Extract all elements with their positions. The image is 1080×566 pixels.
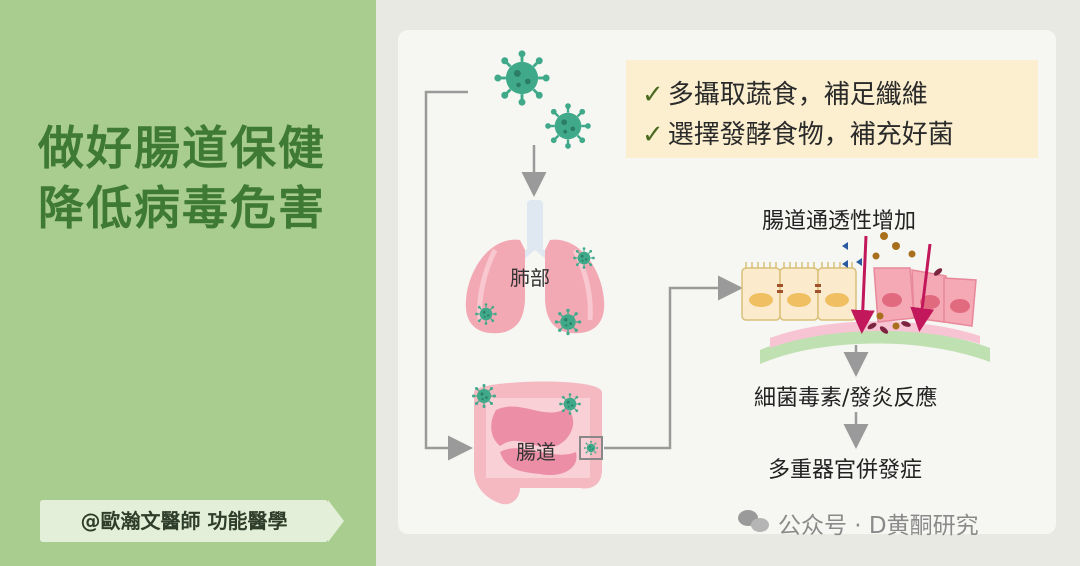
virus-icon: [471, 383, 497, 409]
wechat-icon: [738, 510, 769, 532]
virus-icon: [492, 48, 552, 108]
tip-2-text: 選擇發酵食物，補充好菌: [667, 120, 954, 150]
virus-icon: [583, 440, 599, 456]
virus-icon: [474, 302, 498, 326]
virus-icon: [558, 392, 582, 416]
check-icon: ✓: [642, 120, 664, 150]
title-line-2: 降低病毒危害: [38, 181, 326, 235]
gut-label: 腸道: [516, 440, 556, 464]
virus-icon: [544, 102, 592, 150]
virus-icon: [554, 308, 582, 336]
author-tag: @歐瀚文醫師 功能醫學: [40, 500, 344, 542]
outcome-label: 多重器官併發症: [768, 458, 923, 483]
virus-icon: [572, 246, 596, 270]
lung-label: 肺部: [510, 266, 550, 290]
flow-arrows: [424, 90, 869, 461]
gut-lining-illustration: [741, 232, 990, 364]
tip-1: ✓多攝取蔬食，補足纖維: [642, 74, 928, 111]
check-icon: ✓: [642, 80, 664, 110]
permeability-label: 腸道通透性增加: [762, 209, 917, 234]
toxin-label: 細菌毒素/發炎反應: [754, 386, 938, 411]
tips-box: ✓多攝取蔬食，補足纖維 ✓選擇發酵食物，補充好菌: [626, 60, 1038, 158]
watermark: 公众号 · D黄酮研究: [778, 513, 979, 539]
tip-1-text: 多攝取蔬食，補足纖維: [667, 80, 928, 110]
tip-2: ✓選擇發酵食物，補充好菌: [642, 114, 954, 151]
left-panel: [0, 0, 376, 566]
title-line-1: 做好腸道保健: [38, 121, 326, 175]
